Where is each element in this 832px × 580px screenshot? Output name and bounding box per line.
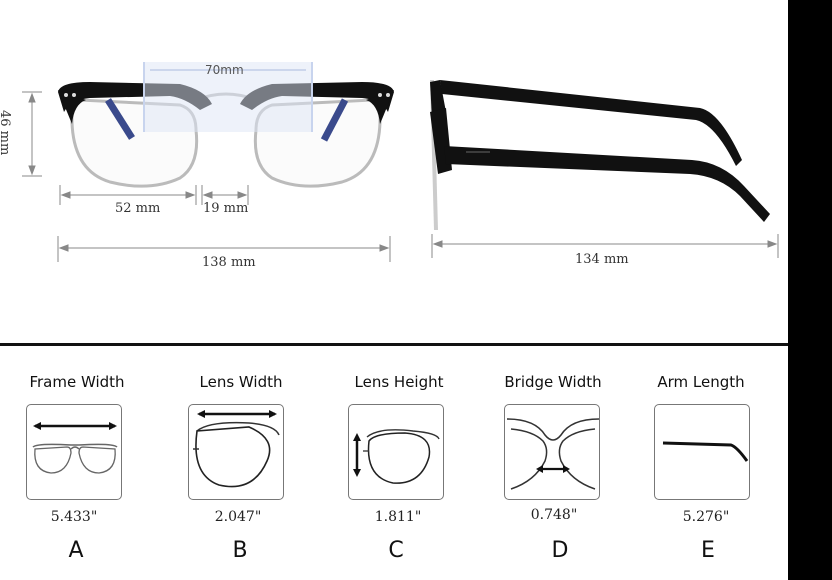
lens-width-letter: B	[232, 538, 248, 563]
lens-height-label: 46 mm	[0, 110, 12, 156]
frame-width-value: 5.433"	[50, 509, 98, 525]
side-view-glasses	[430, 79, 770, 231]
lens-width-label: 52 mm	[115, 201, 161, 216]
arm-length-letter: E	[701, 538, 715, 563]
lens-height-value: 1.811"	[374, 509, 422, 525]
bridge-width-value: 0.748"	[530, 507, 578, 523]
lens-height-letter: C	[388, 538, 404, 563]
frame-width-label: 138 mm	[202, 255, 256, 270]
frame-width-icon	[26, 404, 122, 500]
lens-height-title: Lens Height	[354, 373, 444, 391]
lens-height-icon	[348, 404, 444, 500]
bridge-width-title: Bridge Width	[504, 373, 602, 391]
arm-length-value: 5.276"	[682, 509, 730, 525]
arm-length-label: 134 mm	[575, 252, 629, 267]
lens-width-icon	[188, 404, 284, 500]
glasses-illustration	[22, 62, 779, 262]
bridge-width-icon	[504, 404, 600, 500]
inner-width-label: 70mm	[205, 63, 244, 77]
arm-length-icon	[654, 404, 750, 500]
arm-length-title: Arm Length	[657, 373, 745, 391]
right-black-bar	[788, 0, 832, 580]
bridge-label: 19 mm	[203, 201, 249, 216]
frame-width-title: Frame Width	[29, 373, 125, 391]
section-divider	[0, 343, 788, 346]
lens-width-value: 2.047"	[214, 509, 262, 525]
frame-width-letter: A	[68, 538, 84, 563]
lens-width-title: Lens Width	[199, 373, 283, 391]
bridge-width-letter: D	[551, 538, 569, 563]
